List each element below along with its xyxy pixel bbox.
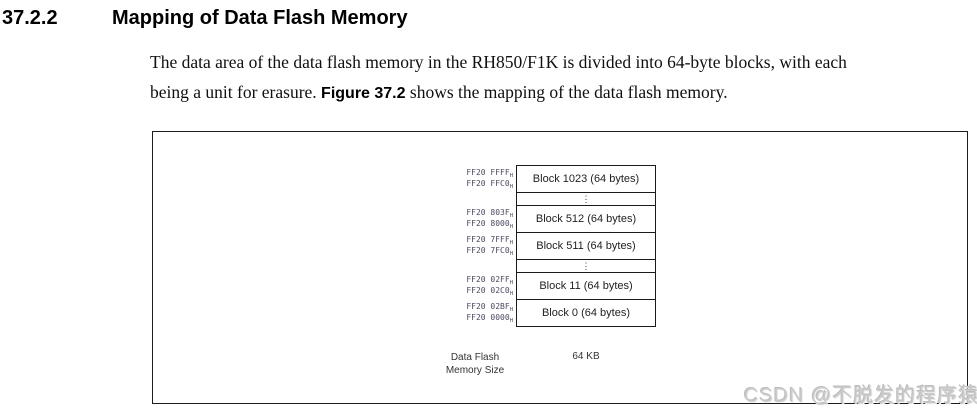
memory-block-box: Block 1023 (64 bytes) xyxy=(516,165,656,193)
hex-subscript: H xyxy=(509,173,513,179)
hex-subscript: H xyxy=(509,291,513,297)
address-bottom: FF20 02C0H xyxy=(466,286,513,297)
memory-block-box: Block 512 (64 bytes) xyxy=(516,205,656,233)
address-bottom: FF20 FFC0H xyxy=(466,179,513,190)
address-range: FF20 803FH FF20 8000H xyxy=(414,205,516,233)
memory-block-row: FF20 02FFH FF20 02C0H Block 11 (64 bytes… xyxy=(414,272,656,300)
memory-block-box: Block 0 (64 bytes) xyxy=(516,299,656,327)
hex-subscript: H xyxy=(509,184,513,190)
paragraph-text: being a unit for erasure. xyxy=(150,82,322,102)
address-range: FF20 02BFH FF20 0000H xyxy=(414,299,516,327)
address-range: FF20 02FFH FF20 02C0H xyxy=(414,272,516,300)
block-label: Block 511 (64 bytes) xyxy=(536,240,636,252)
hex-subscript: H xyxy=(509,251,513,257)
block-label: Block 1023 (64 bytes) xyxy=(532,173,640,185)
paragraph-line-1: The data area of the data flash memory i… xyxy=(150,52,847,72)
ellipsis-box: ⋮ xyxy=(516,259,656,273)
memory-block-row: FF20 02BFH FF20 0000H Block 0 (64 bytes) xyxy=(414,299,656,327)
address-range: FF20 7FFFH FF20 7FC0H xyxy=(414,232,516,260)
body-paragraph: The data area of the data flash memory i… xyxy=(150,47,847,109)
address-bottom: FF20 7FC0H xyxy=(466,246,513,257)
section-number: 37.2.2 xyxy=(2,7,58,29)
address-range-empty xyxy=(414,192,516,206)
hex-subscript: H xyxy=(509,224,513,230)
address-top: FF20 02BFH xyxy=(466,302,513,313)
hex-subscript: H xyxy=(509,307,513,313)
memory-size-label-line2: Memory Size xyxy=(445,365,505,376)
address-range-empty xyxy=(414,259,516,273)
block-label: Block 0 (64 bytes) xyxy=(541,307,631,319)
address-top: FF20 02FFH xyxy=(466,275,513,286)
section-title: Mapping of Data Flash Memory xyxy=(112,7,408,29)
memory-block-box: Block 511 (64 bytes) xyxy=(516,232,656,260)
address-range: FF20 FFFFH FF20 FFC0H xyxy=(414,165,516,193)
hex-subscript: H xyxy=(509,213,513,219)
vertical-ellipsis: ⋮ xyxy=(581,260,591,271)
figure-frame: FF20 FFFFH FF20 FFC0H Block 1023 (64 byt… xyxy=(152,131,968,404)
vertical-ellipsis: ⋮ xyxy=(581,193,591,204)
paragraph-text: shows the mapping of the data flash memo… xyxy=(405,82,728,102)
memory-block-row: FF20 7FFFH FF20 7FC0H Block 511 (64 byte… xyxy=(414,232,656,260)
hex-subscript: H xyxy=(509,318,513,324)
memory-size-label: Data Flash Memory Size xyxy=(425,351,525,377)
block-label: Block 512 (64 bytes) xyxy=(535,213,637,225)
ellipsis-row: ⋮ xyxy=(414,192,656,206)
figure-reference: Figure 37.2 xyxy=(321,85,406,102)
memory-block-row: FF20 FFFFH FF20 FFC0H Block 1023 (64 byt… xyxy=(414,165,656,193)
memory-size-value: 64 KB xyxy=(572,351,600,362)
paragraph-line-2: being a unit for erasure. Figure 37.2 sh… xyxy=(150,77,847,109)
address-top: FF20 803FH xyxy=(466,208,513,219)
ellipsis-row: ⋮ xyxy=(414,259,656,273)
hex-subscript: H xyxy=(509,280,513,286)
address-bottom: FF20 0000H xyxy=(466,313,513,324)
address-bottom: FF20 8000H xyxy=(466,219,513,230)
memory-size-label-line1: Data Flash xyxy=(450,352,500,363)
memory-block-box: Block 11 (64 bytes) xyxy=(516,272,656,300)
ellipsis-box: ⋮ xyxy=(516,192,656,206)
address-top: FF20 FFFFH xyxy=(466,168,513,179)
address-top: FF20 7FFFH xyxy=(466,235,513,246)
memory-map-diagram: FF20 FFFFH FF20 FFC0H Block 1023 (64 byt… xyxy=(414,165,656,327)
block-label: Block 11 (64 bytes) xyxy=(539,280,633,292)
csdn-watermark: CSDN @不脱发的程序猿 xyxy=(744,385,977,407)
memory-block-row: FF20 803FH FF20 8000H Block 512 (64 byte… xyxy=(414,205,656,233)
hex-subscript: H xyxy=(509,240,513,246)
